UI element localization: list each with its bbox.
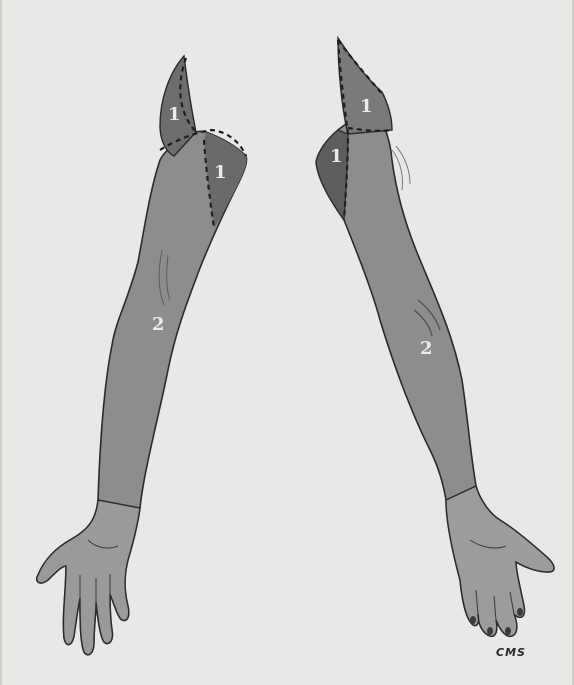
left-label-2: 2 <box>152 314 165 335</box>
left-arm: 1 1 2 <box>37 56 247 655</box>
right-inner-zone-1 <box>316 130 348 220</box>
left-label-1-outer: 1 <box>168 104 181 125</box>
right-label-1-upper: 1 <box>360 96 373 117</box>
left-hand <box>37 500 140 655</box>
right-label-1-inner: 1 <box>330 146 343 167</box>
left-label-1-inner: 1 <box>214 162 227 183</box>
right-arm: 1 1 2 <box>316 38 554 636</box>
right-shoulder-zone-1 <box>338 38 392 134</box>
right-hand <box>446 486 554 636</box>
artist-signature: CMS <box>496 646 526 659</box>
right-label-2: 2 <box>420 338 433 359</box>
